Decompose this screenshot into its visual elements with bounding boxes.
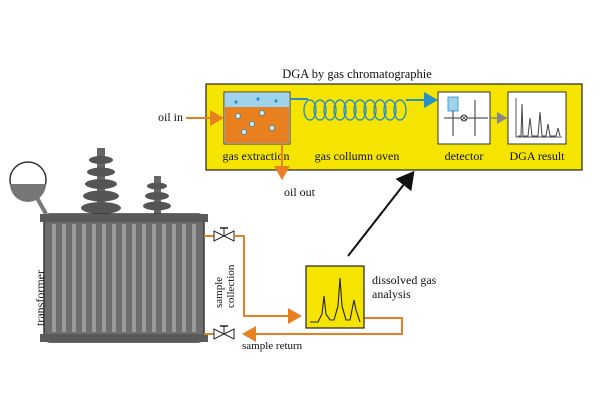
gas-extraction-label: gas extraction xyxy=(223,149,290,163)
oil-out-label: oil out xyxy=(284,185,316,199)
sample-return-line xyxy=(242,317,403,342)
dissolved-gas-analysis-box xyxy=(305,265,365,329)
column-oven-coil xyxy=(300,98,407,121)
detector-unit xyxy=(437,91,491,145)
transformer-label: transformer xyxy=(33,270,47,326)
dga-result-chart xyxy=(507,91,567,145)
detector-label: detector xyxy=(445,149,484,163)
diagram-title: DGA by gas chromatographie xyxy=(282,67,432,81)
sample-collection-line xyxy=(234,235,302,324)
sample-return-label: sample return xyxy=(242,340,303,352)
transformer xyxy=(9,148,208,343)
gas-extraction-unit xyxy=(223,91,291,145)
sample-valve-top xyxy=(204,227,235,242)
sample-collection-label: sample collection xyxy=(213,264,237,308)
column-oven-label: gas collumn oven xyxy=(315,149,400,163)
dga-result-label: DGA result xyxy=(510,149,566,163)
sample-valve-bottom xyxy=(204,325,235,340)
analysis-to-gc-arrow xyxy=(347,170,415,257)
analysis-label-line2: analysis xyxy=(372,287,411,301)
oil-in-label: oil in xyxy=(158,110,183,124)
analysis-label-line1: dissolved gas xyxy=(372,273,437,287)
